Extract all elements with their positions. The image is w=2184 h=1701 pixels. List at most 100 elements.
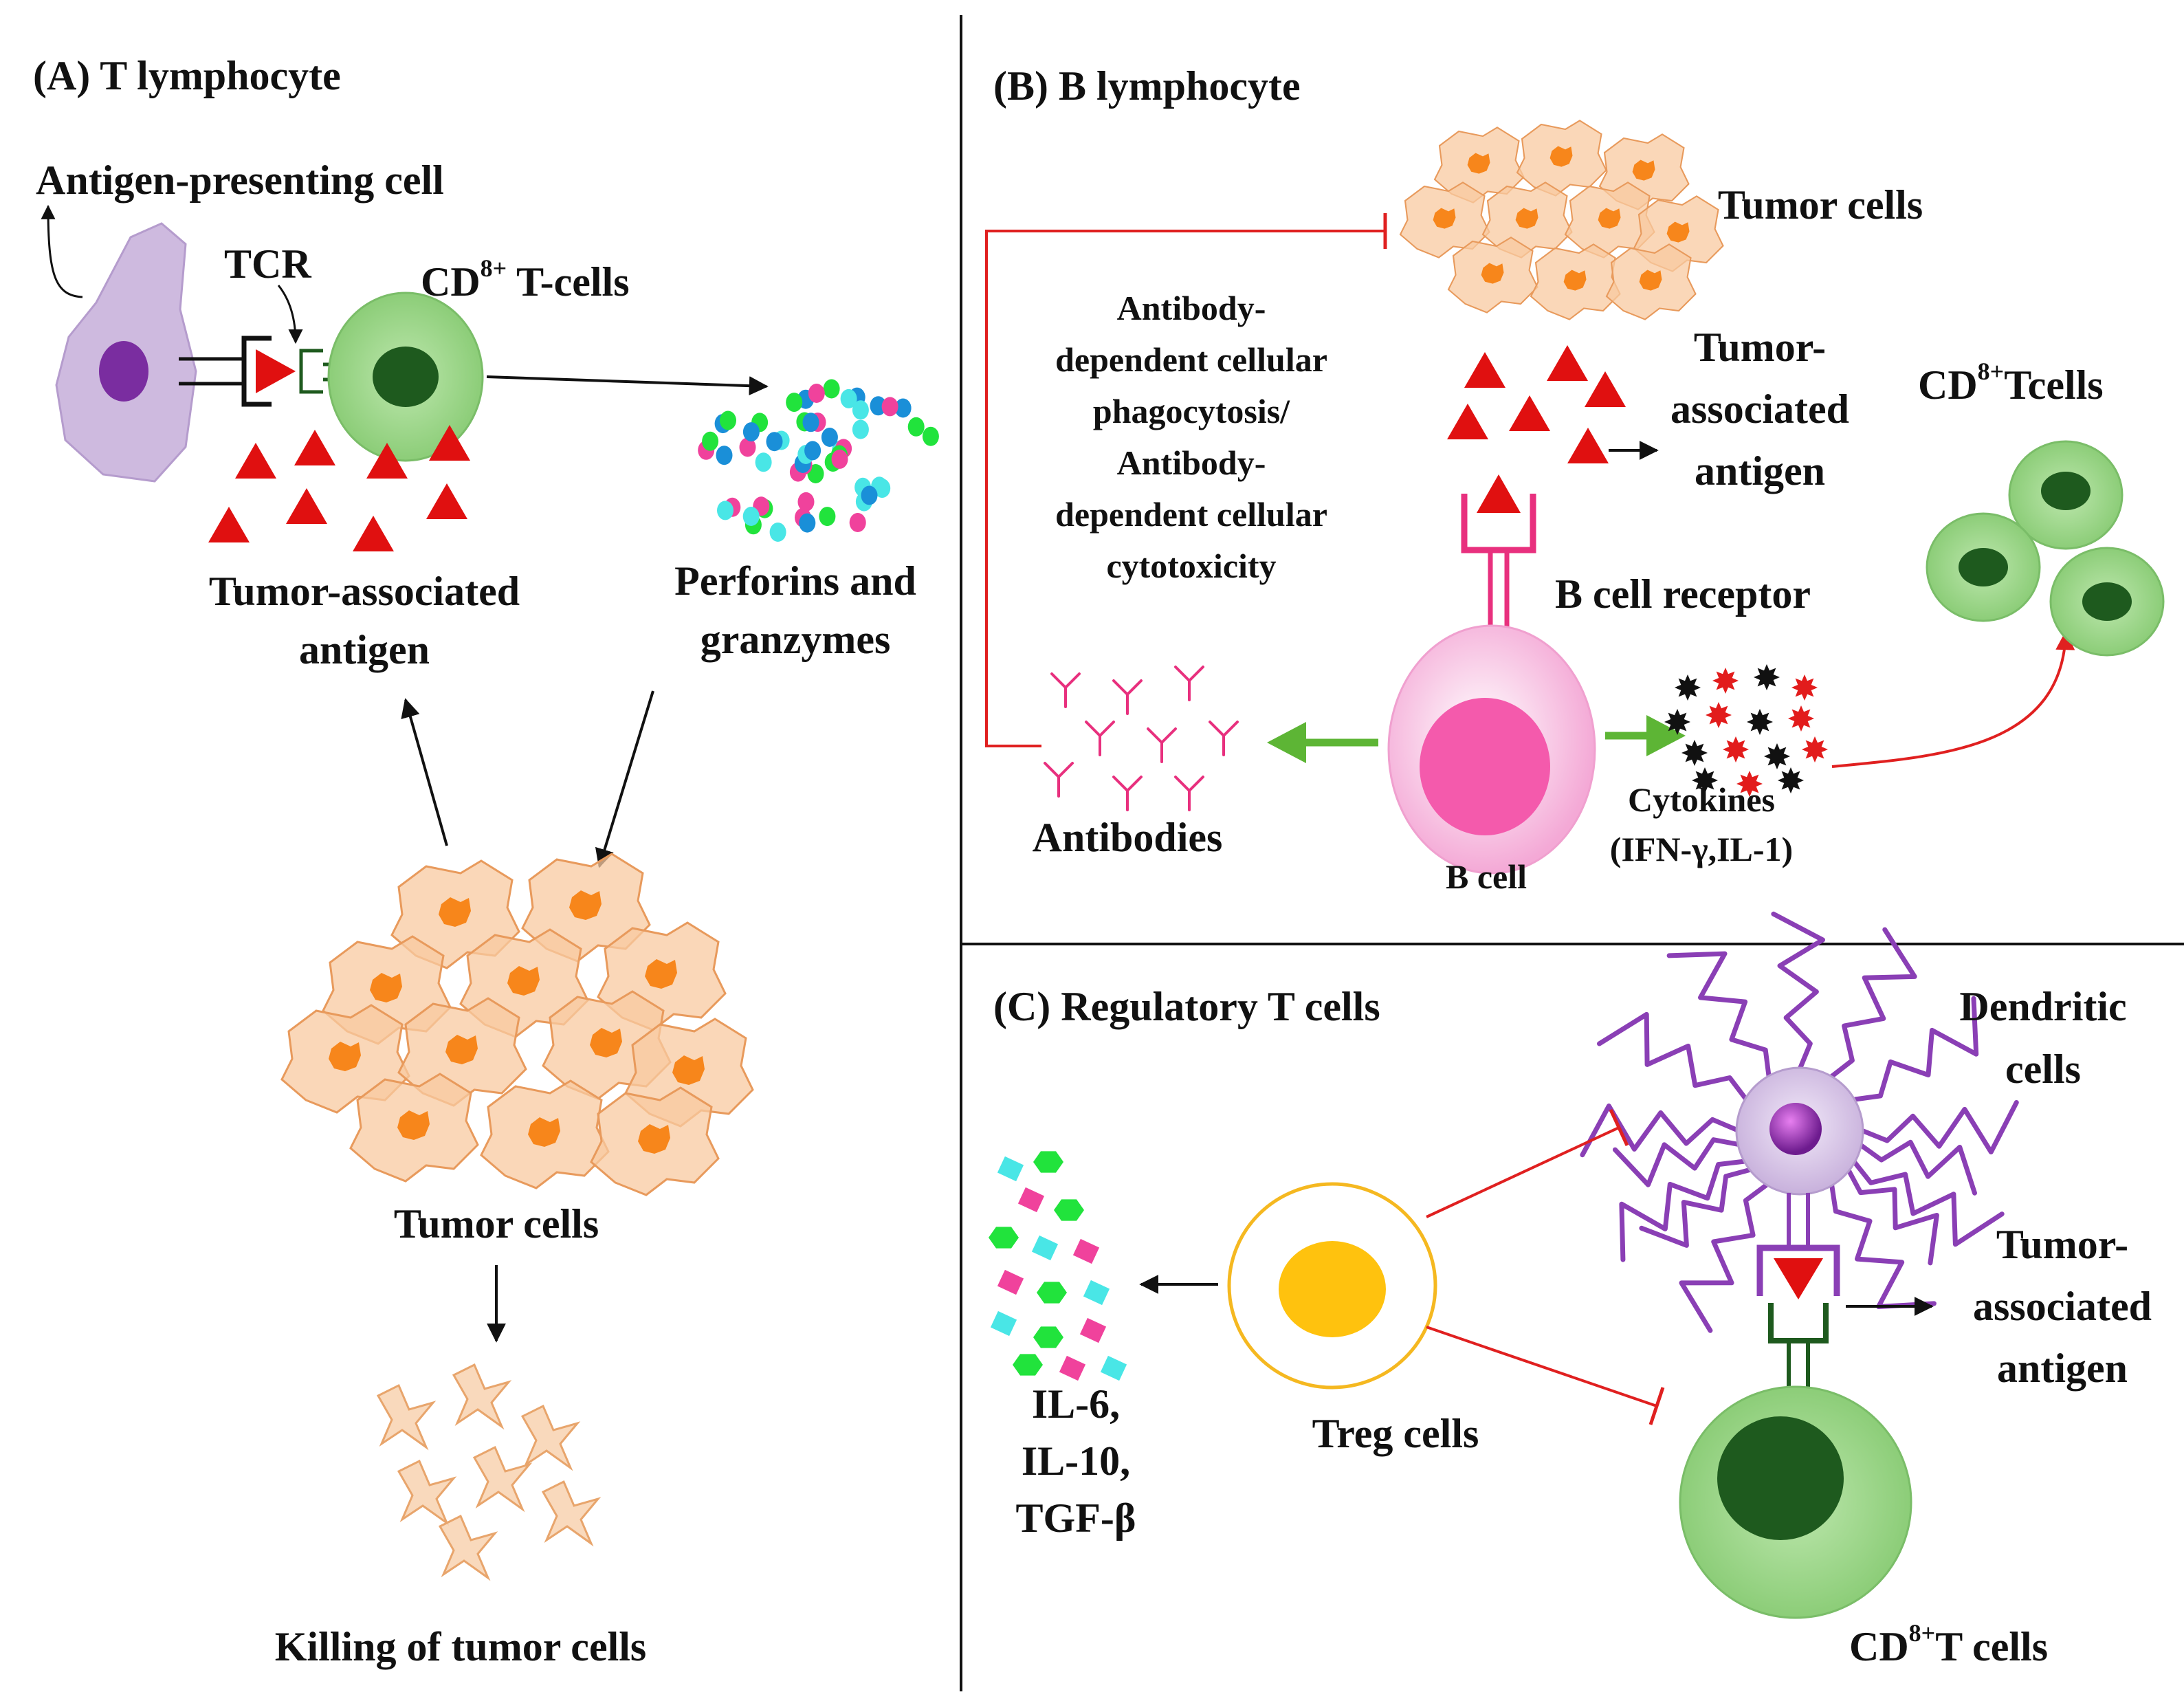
granule-dot [840,388,857,408]
panel-a: (A) T lymphocyte Antigen-presenting cell… [33,53,939,1669]
il-cytokine-particle [1037,1282,1067,1304]
cytokine-star [1675,674,1701,701]
svg-text:dependent cellular: dependent cellular [1055,495,1327,534]
cytokine-star [1706,702,1732,728]
dendritic-cell-nucleus [1769,1103,1822,1155]
il-cytokine-particle [1054,1199,1084,1221]
b-cell-nucleus [1420,698,1550,835]
il-cytokine-particle [1083,1280,1110,1306]
granule-dot [755,452,772,472]
cytokine-star [1712,668,1739,694]
dendrite-arm [1639,1167,1754,1248]
panel-c: (C) Regulatory T cells Dendritic cells T… [989,911,2152,1669]
taa-label-c-1: Tumor- [1996,1222,2128,1267]
taa-label-a-2: antigen [299,627,430,672]
cd8-t-cell-c-nucleus [1717,1416,1844,1540]
granule-dot [739,437,756,457]
il-cytokine-particle [1079,1317,1107,1343]
cytokine-star [1747,709,1773,735]
tumor-cell-cluster-b [1399,120,1724,320]
treg-inhibits-cd8 [1426,1326,1657,1407]
svg-text:Antibody-: Antibody- [1117,289,1266,327]
cytokine-star [1778,767,1804,793]
taa-label-b-2: associated [1670,386,1849,432]
tumor-antigens-b [1447,345,1626,463]
killed-tumor-fragments [377,1363,599,1579]
il-cytokine-particle [997,1156,1024,1182]
svg-text:Antibody-: Antibody- [1117,443,1266,482]
cytokine-star [1754,664,1780,690]
taa-label-c-2: associated [1973,1284,2152,1329]
il-cytokine-particle [1031,1235,1059,1261]
dendrite-arm [1857,1139,1977,1196]
cytokines-group [1664,664,1828,797]
svg-text:phagocytosis/: phagocytosis/ [1093,392,1290,430]
dendritic-label-2: cells [2005,1046,2081,1092]
granule-dot [786,393,803,413]
adcp-adcc-label: Antibody- dependent cellular phagocytosi… [1055,289,1327,585]
taa-label-b-1: Tumor- [1694,325,1826,370]
treg-inhibits-cd8-bar [1648,1387,1665,1425]
il-cytokine-particle [989,1227,1019,1249]
granule-dot [804,441,821,461]
cd8-t-cell-nucleus [373,347,439,407]
taa-label-c-3: antigen [1997,1346,2128,1391]
granule-dot [881,397,898,417]
arrow-cytokines-to-cd8 [1831,630,2075,768]
granule-dot [819,507,836,527]
il-cytokine-particle [990,1310,1017,1337]
tcr-label: TCR [224,241,311,287]
granule-dot [907,417,925,437]
tcr-pointer-arrow [277,285,303,344]
arrow-to-perforins [486,375,769,396]
treg-inhibits-dc-bar [1609,1108,1629,1147]
granule-dot [852,419,869,439]
tcr-complex [179,336,344,407]
granule-dot [808,384,825,403]
apc-nucleus [99,341,148,402]
killing-label: Killing of tumor cells [275,1624,647,1669]
dendrite-arm [1612,1137,1742,1187]
cytokine-star [1764,743,1790,769]
granule-dot [849,513,866,532]
mhc-tcr-complex-c [1756,1193,1840,1392]
dendrite-arm [1859,1100,2019,1154]
cd8-t-cells-label-c: CD8+T cells [1849,1619,2048,1669]
granule-dot [702,431,719,451]
treg-inhibits-dc [1426,1126,1620,1218]
dendrite-arm [1666,951,1772,1080]
il-cytokine-particle [1059,1355,1086,1381]
cytokine-star [1664,709,1690,735]
tumor-cell-cluster-a [280,853,754,1196]
granule-dot [769,523,786,542]
il-cytokine-particle [1072,1238,1100,1264]
il-cytokine-particle [1017,1187,1045,1213]
granule-dot [894,398,912,418]
dendritic-cell-dendrites [1580,911,2019,1333]
il-cytokine-particle [1100,1355,1127,1381]
taa-label-b-3: antigen [1695,448,1825,494]
granule-dot [742,422,760,442]
arrow-tumor-to-antigen [401,698,448,846]
tumor-cells-label-a: Tumor cells [394,1201,599,1247]
granule-dot [821,428,838,447]
il-label-3: TGF-β [1016,1495,1136,1541]
perforins-label-1: Perforins and [674,558,916,604]
bcr-label: B cell receptor [1555,571,1811,617]
granule-dot [716,446,733,465]
cytokine-star [1788,705,1814,732]
apc-label: Antigen-presenting cell [36,157,444,203]
cd8-t-cells-label-b: CD8+Tcells [1918,358,2104,408]
granule-dot [922,426,939,446]
dendrite-arm [1851,1159,2005,1247]
dendrite-arm [1829,1181,1937,1309]
dendrite-arm [1828,927,1917,1080]
granule-dot [852,400,869,420]
dendrite-arm [1679,1181,1771,1333]
panel-a-title: (A) T lymphocyte [33,53,341,98]
cytokine-star [1736,771,1763,797]
arrow-perforins-to-tumor [595,690,654,868]
granule-dot [861,485,878,505]
cytokine-star [1692,767,1718,793]
